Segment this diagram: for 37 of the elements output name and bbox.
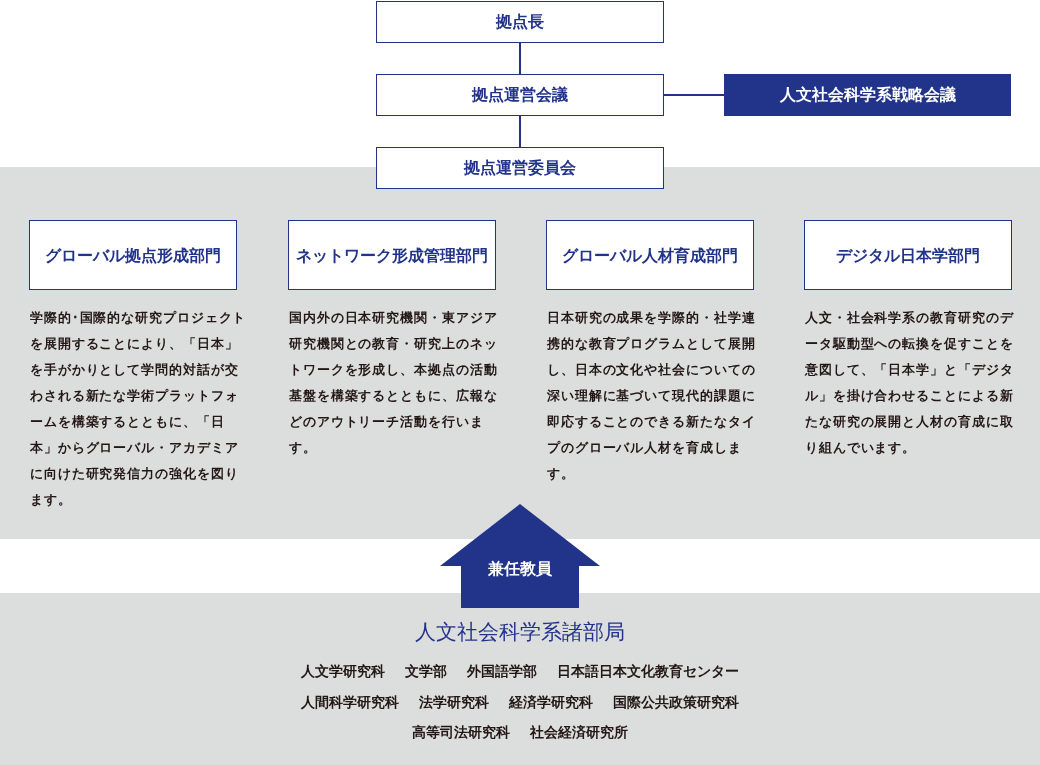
unit-name: 人間科学研究科 bbox=[301, 693, 399, 712]
unit-name: 外国語学部 bbox=[467, 663, 537, 682]
org-name: 拠点長 bbox=[496, 11, 544, 33]
org-box bbox=[376, 147, 664, 189]
unit-name: 法学研究科 bbox=[419, 693, 489, 712]
council-box bbox=[724, 74, 1011, 116]
org-box bbox=[376, 74, 664, 116]
unit-name: 日本語日本文化教育センター bbox=[557, 663, 739, 682]
org-box bbox=[376, 1, 664, 43]
org-name: 拠点運営委員会 bbox=[464, 157, 576, 179]
connector-line bbox=[519, 115, 521, 148]
unit-name: 高等司法研究科 bbox=[412, 724, 510, 743]
department-box bbox=[546, 220, 754, 290]
unit-name: 国際公共政策研究科 bbox=[613, 693, 739, 712]
connector-line bbox=[663, 94, 725, 96]
connector-line bbox=[519, 42, 521, 75]
section-band bbox=[0, 593, 1040, 765]
department-box bbox=[288, 220, 496, 290]
unit-name: 人文学研究科 bbox=[301, 663, 385, 682]
department-box bbox=[804, 220, 1012, 290]
department-name: ネットワーク形成管理部門 bbox=[296, 244, 488, 267]
department-name: デジタル日本学部門 bbox=[836, 244, 980, 267]
group-title: 人文社会科学系諸部局 bbox=[414, 619, 626, 646]
department-box bbox=[29, 220, 237, 290]
department-name: グローバル拠点形成部門 bbox=[45, 244, 221, 267]
description-text: 学際的･国際的な研究プロジェクトを展開することにより、「日本」を手がかりとして学問的対話が交わされる新たな学術プラットフォームを構築するとともに、「日本」からグローバル・アカデミアに向けた研究発信力の強化を図ります。 bbox=[30, 309, 248, 509]
unit-name: 社会経済研究所 bbox=[530, 724, 628, 743]
unit-name: 文学部 bbox=[405, 663, 447, 682]
block-arrow bbox=[440, 504, 600, 608]
description-text: 日本研究の成果を学際的・社学連携的な教育プログラムとして展開し、日本の文化や社会についての深い理解に基づいて現代的課題に即応することのできる新たなタイプのグローバル人材を育成します。 bbox=[547, 309, 757, 483]
edge-label: 兼任教員 bbox=[488, 558, 552, 580]
unit-name: 経済学研究科 bbox=[509, 693, 593, 712]
department-name: グローバル人材育成部門 bbox=[562, 244, 738, 267]
council-name: 人文社会科学系戦略会議 bbox=[779, 84, 956, 106]
description-text: 国内外の日本研究機関・東アジア研究機関との教育・研究上のネットワークを形成し、本拠点の活動基盤を構築するとともに、広報などのアウトリーチ活動を行います。 bbox=[289, 309, 499, 457]
description-text: 人文・社会科学系の教育研究のデータ駆動型への転換を促すことを意図して、「日本学」と「デジタル」を掛け合わせることによる新たな研究の展開と人材の育成に取り組んでいます。 bbox=[805, 309, 1015, 457]
org-name: 拠点運営会議 bbox=[472, 84, 568, 106]
